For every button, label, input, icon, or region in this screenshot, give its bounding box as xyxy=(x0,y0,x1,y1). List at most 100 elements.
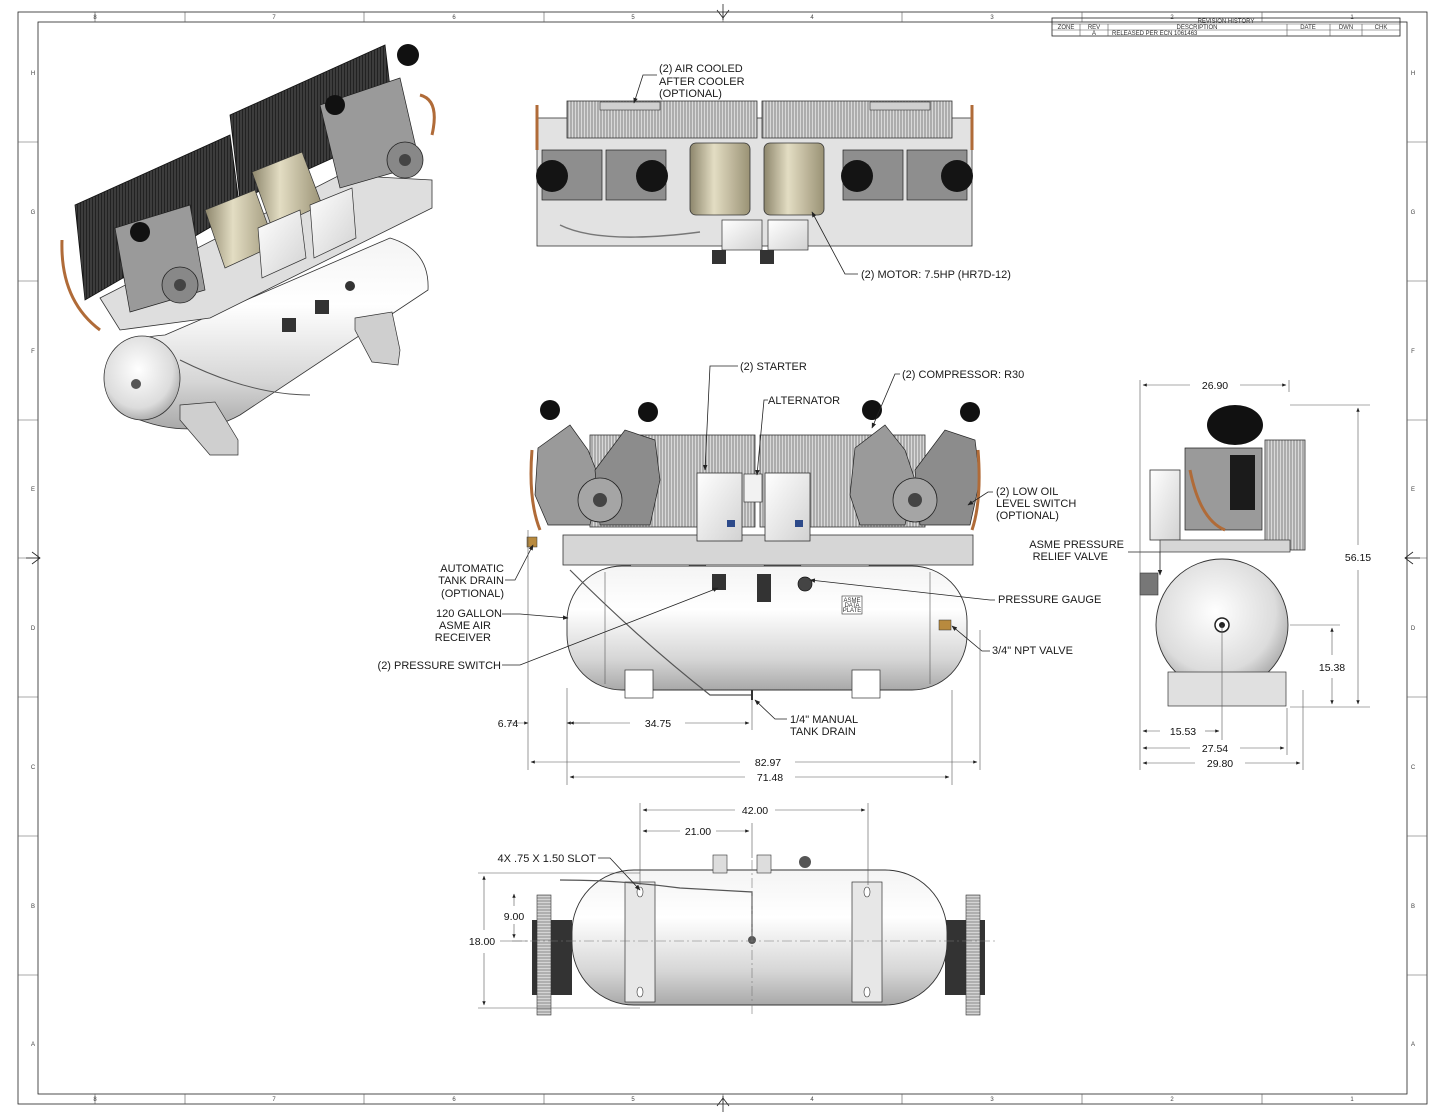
callout-npt-valve: 3/4" NPT VALVE xyxy=(992,645,1073,657)
front-alternator xyxy=(743,473,763,503)
callout-auto-drain-3: (OPTIONAL) xyxy=(441,588,504,600)
nameplate-line-3: PLATE xyxy=(843,608,862,614)
zone-col-7-top: 7 xyxy=(272,15,276,21)
drawing-border xyxy=(17,4,1428,1112)
zone-col-8-top: 8 xyxy=(93,15,97,21)
callout-manual-drain-2: TANK DRAIN xyxy=(790,726,856,738)
callout-relief-valve-2: RELIEF VALVE xyxy=(1033,551,1108,563)
side-starter xyxy=(1149,469,1181,541)
zone-row-c-left: C xyxy=(31,765,36,771)
dim-side-5615: 56.15 xyxy=(1345,552,1371,564)
dim-front-3475: 34.75 xyxy=(645,718,671,730)
callout-relief-valve-1: ASME PRESSURE xyxy=(1029,539,1124,551)
plan-compressor-left xyxy=(536,149,668,201)
dim-side-1553: 15.53 xyxy=(1170,726,1196,738)
nameplate-line-1: ASME xyxy=(843,598,860,604)
bottom-tank-leg xyxy=(851,881,883,1003)
callout-after-cooler-2: AFTER COOLER xyxy=(659,76,745,88)
bottom-after-cooler-left xyxy=(536,894,552,1016)
rev-row-description: RELEASED PER ECN 1061463 xyxy=(1112,31,1198,37)
drain-line xyxy=(569,569,752,696)
iso-pressure-switch xyxy=(282,318,296,332)
callout-pressure-gauge: PRESSURE GAUGE xyxy=(998,594,1101,606)
zone-col-1-bottom: 1 xyxy=(1350,1097,1354,1103)
nameplate-line-2: DATA xyxy=(844,603,859,609)
zone-col-5-top: 5 xyxy=(631,15,635,21)
zone-col-4-bottom: 4 xyxy=(810,1097,814,1103)
zone-labels: 8 7 6 5 4 3 2 1 8 7 6 5 4 3 2 1 H G F E … xyxy=(31,15,1416,1103)
dim-top-4200: 42.00 xyxy=(742,805,768,817)
dim-top-2100: 21.00 xyxy=(685,826,711,838)
callout-alternator: ALTERNATOR xyxy=(768,395,840,407)
callout-low-oil-2: LEVEL SWITCH xyxy=(996,498,1076,510)
rev-row-rev: A xyxy=(1092,31,1096,37)
zone-row-e-left: E xyxy=(31,487,35,493)
auto-drain-valve xyxy=(526,536,538,548)
side-relief-valve xyxy=(1139,572,1159,596)
dimension-values: 6.74 34.75 82.97 71.48 26.90 56.15 15.38… xyxy=(469,380,1371,948)
iso-copper-line xyxy=(419,93,436,136)
dim-side-2980: 29.80 xyxy=(1207,758,1233,770)
iso-tank-leg xyxy=(354,311,401,366)
rev-header-zone: ZONE xyxy=(1058,25,1075,31)
front-compressor-left xyxy=(529,400,661,531)
leader-lines xyxy=(502,74,1163,891)
callout-slot: 4X .75 X 1.50 SLOT xyxy=(498,853,597,865)
zone-row-e-right: E xyxy=(1411,487,1415,493)
plan-starter xyxy=(767,219,809,251)
plan-compressor-right xyxy=(841,149,973,201)
front-elevation: ASME DATA PLATE xyxy=(526,400,981,700)
zone-row-b-right: B xyxy=(1411,904,1415,910)
zone-col-3-top: 3 xyxy=(990,15,994,21)
zone-col-6-bottom: 6 xyxy=(452,1097,456,1103)
iso-copper-line xyxy=(60,239,101,332)
callout-auto-drain-2: TANK DRAIN xyxy=(438,575,504,587)
plan-motor-right xyxy=(763,142,825,216)
iso-starter xyxy=(309,187,357,259)
revision-title: REVISION HISTORY xyxy=(1198,19,1255,25)
zone-col-4-top: 4 xyxy=(810,15,814,21)
zone-row-h-left: H xyxy=(31,71,35,77)
callout-compressor: (2) COMPRESSOR: R30 xyxy=(902,369,1024,381)
zone-row-g-right: G xyxy=(1411,210,1416,216)
callout-text: (2) AIR COOLED AFTER COOLER (OPTIONAL) (… xyxy=(378,63,1124,865)
dim-side-2690: 26.90 xyxy=(1202,380,1228,392)
revision-block: REVISION HISTORY ZONE REV DESCRIPTION DA… xyxy=(1051,17,1401,37)
zone-col-7-bottom: 7 xyxy=(272,1097,276,1103)
front-tank-leg xyxy=(624,669,654,699)
front-tank-leg xyxy=(851,669,881,699)
iso-air-filter xyxy=(325,95,345,115)
callout-pressure-switch: (2) PRESSURE SWITCH xyxy=(378,660,502,672)
side-after-cooler xyxy=(1264,439,1306,551)
side-tank-base xyxy=(1167,671,1287,707)
side-air-filter xyxy=(1207,405,1263,445)
iso-air-filter xyxy=(130,222,150,242)
front-starter-left xyxy=(696,472,743,542)
callout-low-oil-1: (2) LOW OIL xyxy=(996,486,1058,498)
front-pressure-switch xyxy=(757,574,771,602)
zone-col-2-bottom: 2 xyxy=(1170,1097,1174,1103)
dim-front-674: 6.74 xyxy=(498,718,519,730)
dim-top-900: 9.00 xyxy=(504,911,525,923)
dim-side-1538: 15.38 xyxy=(1319,662,1345,674)
front-pressure-switch xyxy=(712,574,726,590)
iso-tank-head xyxy=(103,335,181,421)
callout-after-cooler-1: (2) AIR COOLED xyxy=(659,63,743,75)
zone-row-b-left: B xyxy=(31,904,35,910)
zone-row-g-left: G xyxy=(31,210,36,216)
dim-front-8297: 82.97 xyxy=(755,757,781,769)
plan-starter xyxy=(721,219,763,251)
dim-side-2754: 27.54 xyxy=(1202,743,1228,755)
dimension-lines xyxy=(478,380,1370,1009)
callout-receiver-2: ASME AIR xyxy=(439,620,491,632)
zone-col-5-bottom: 5 xyxy=(631,1097,635,1103)
callout-receiver-1: 120 GALLON xyxy=(436,608,502,620)
zone-row-c-right: C xyxy=(1411,765,1416,771)
front-pressure-gauge xyxy=(797,576,813,592)
rev-header-chk: CHK xyxy=(1375,25,1388,31)
iso-pressure-gauge xyxy=(345,281,355,291)
iso-tank-port xyxy=(131,379,141,389)
rev-header-description: DESCRIPTION xyxy=(1176,25,1217,31)
rev-header-date: DATE xyxy=(1300,25,1316,31)
side-elevation xyxy=(1139,405,1306,707)
